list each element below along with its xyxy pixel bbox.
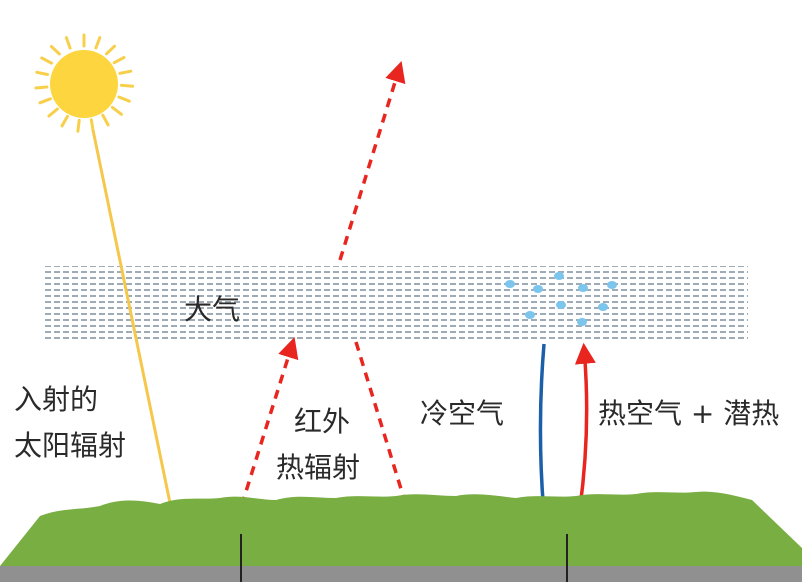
incoming-solar-label-line2: 太阳辐射 [14, 429, 127, 462]
sun-icon [34, 33, 135, 133]
infrared-escape-arrow [338, 60, 406, 261]
solar-radiation-arrow [91, 129, 185, 538]
infrared-label-line1: 红外 [294, 405, 351, 438]
infrared-downward-arrow [354, 341, 422, 544]
infrared-label-line2: 热辐射 [276, 451, 361, 484]
cloud-droplets [505, 272, 617, 326]
cold-air-label: 冷空气 [420, 397, 505, 430]
hot-air-latent-heat-label: 热空气 + 潜热 [598, 397, 780, 430]
atmosphere-label: 大气 [184, 293, 241, 326]
sun-disc [50, 50, 118, 118]
incoming-solar-label-line1: 入射的 [14, 383, 99, 416]
grass-surface [0, 491, 802, 566]
ground-strip [0, 566, 802, 582]
atmosphere-layer [42, 266, 748, 340]
sun-rays [34, 33, 135, 133]
